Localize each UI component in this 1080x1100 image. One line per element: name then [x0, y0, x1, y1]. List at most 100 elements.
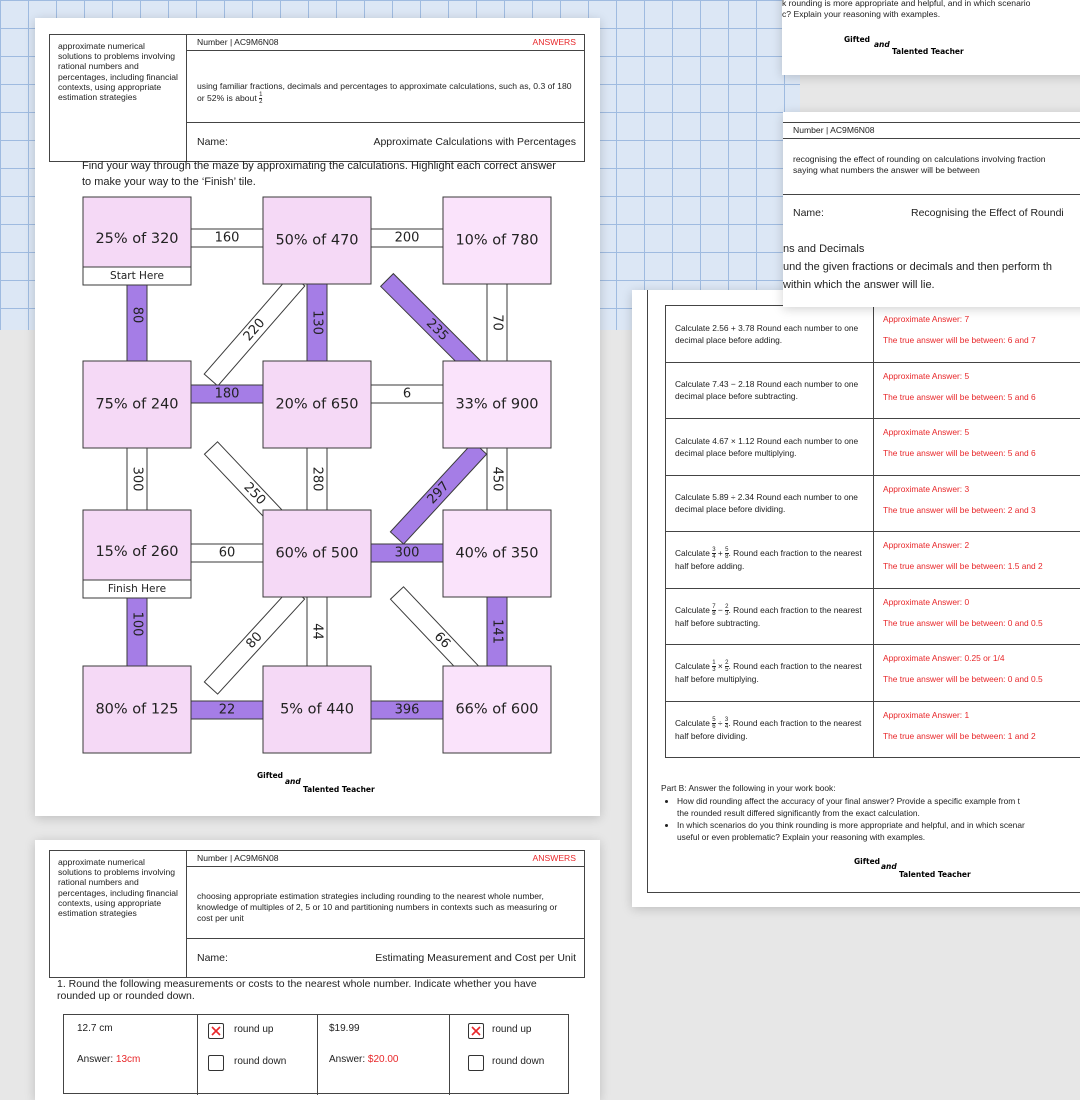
- worksheet-title: Estimating Measurement and Cost per Unit: [375, 939, 576, 977]
- connector-value: 80: [130, 307, 145, 324]
- maze-connector[interactable]: 300: [127, 448, 147, 510]
- item-1-options-cell: round up round down: [198, 1015, 318, 1095]
- true-answer-range: The true answer will be between: 0 and 0…: [883, 674, 1080, 684]
- round-down-checkbox[interactable]: [468, 1055, 484, 1071]
- rounding-table: Calculate 2.56 + 3.78 Round each number …: [665, 305, 1080, 758]
- name-label: Name:: [197, 952, 228, 964]
- maze-connector[interactable]: 450: [487, 448, 507, 510]
- maze-connector[interactable]: 22: [191, 701, 263, 719]
- description-line-2: saying what numbers the answer will be b…: [793, 165, 1080, 176]
- tile-calculation: 40% of 350: [455, 546, 538, 562]
- worksheet-title: Recognising the Effect of Roundi: [911, 195, 1064, 231]
- maze-tile[interactable]: 80% of 125: [83, 666, 191, 753]
- item-1-value-cell: 12.7 cm Answer: 13cm: [64, 1015, 198, 1095]
- question-cell: Calculate 7.43 − 2.18 Round each number …: [666, 362, 874, 419]
- right-top-line-2: c? Explain your reasoning with examples.: [782, 9, 1080, 20]
- maze-tile[interactable]: 50% of 470: [263, 197, 371, 284]
- maze-connector[interactable]: 200: [371, 229, 443, 247]
- tile-calculation: 25% of 320: [95, 231, 178, 247]
- connector-value: 396: [395, 703, 420, 718]
- maze-connector[interactable]: 396: [371, 701, 443, 719]
- approximate-answer: Approximate Answer: 0.25 or 1/4: [883, 653, 1005, 663]
- true-answer-range: The true answer will be between: 6 and 7: [883, 335, 1080, 345]
- logo-gifted-talented: Gifted and Talented Teacher: [830, 30, 970, 70]
- question-1: 1. Round the following measurements or c…: [57, 978, 577, 1002]
- maze-tile[interactable]: 20% of 650: [263, 361, 371, 448]
- maze-tile[interactable]: 33% of 900: [443, 361, 551, 448]
- true-answer-range: The true answer will be between: 5 and 6: [883, 392, 1080, 402]
- maze-connector[interactable]: 44: [307, 597, 327, 666]
- name-row: Name: Recognising the Effect of Roundi: [783, 195, 1080, 233]
- approximate-answer: Approximate Answer: 2: [883, 540, 969, 550]
- round-up-checkbox[interactable]: [208, 1023, 224, 1039]
- description-line-1: recognising the effect of rounding on ca…: [793, 154, 1080, 165]
- maze-worksheet: approximate numerical solutions to probl…: [35, 18, 600, 816]
- tile-caption: Start Here: [110, 270, 164, 282]
- maze-tile[interactable]: 10% of 780: [443, 197, 551, 284]
- maze-tile[interactable]: 75% of 240: [83, 361, 191, 448]
- round-up-checkbox[interactable]: [468, 1023, 484, 1039]
- maze-connector[interactable]: 60: [191, 544, 263, 562]
- tile-calculation: 66% of 600: [455, 702, 538, 718]
- maze-connector[interactable]: 300: [371, 544, 443, 562]
- round-down-label: round down: [234, 1056, 286, 1067]
- curriculum-description: recognising the effect of rounding on ca…: [783, 139, 1080, 195]
- instruction-line-1: und the given fractions or decimals and …: [783, 258, 1080, 276]
- approximate-answer: Approximate Answer: 5: [883, 427, 969, 437]
- round-down-label: round down: [492, 1056, 544, 1067]
- maze-connector[interactable]: 6: [371, 385, 443, 403]
- connector-value: 6: [403, 387, 411, 402]
- right-top-line-1: k rounding is more appropriate and helpf…: [782, 0, 1080, 9]
- logo-top-text: Gifted: [257, 771, 283, 780]
- maze-tile[interactable]: 66% of 600: [443, 666, 551, 753]
- maze-tile[interactable]: 40% of 350: [443, 510, 551, 597]
- maze-tile[interactable]: 5% of 440: [263, 666, 371, 753]
- item-2-answer: Answer: $20.00: [329, 1054, 399, 1065]
- tile-caption: Finish Here: [108, 583, 166, 595]
- connector-value: 160: [215, 231, 240, 246]
- tile-calculation: 75% of 240: [95, 397, 178, 413]
- connector-value: 70: [490, 314, 505, 331]
- checked-x-icon: [469, 1024, 483, 1038]
- item-2-options-cell: round up round down: [450, 1015, 568, 1095]
- maze-connector[interactable]: 141: [487, 597, 507, 666]
- item-2-value-cell: $19.99 Answer: $20.00: [318, 1015, 450, 1095]
- rounding-table-sheet: Calculate 2.56 + 3.78 Round each number …: [632, 290, 1080, 907]
- right-top-sheet: k rounding is more appropriate and helpf…: [782, 0, 1080, 75]
- connector-value: 300: [395, 546, 420, 561]
- connector-value: 300: [130, 467, 145, 492]
- connector-value: 200: [395, 231, 420, 246]
- maze-connector[interactable]: 130: [307, 284, 327, 361]
- code-row: Number | AC9M6N08 ANSWERS: [187, 851, 584, 867]
- maze-tile[interactable]: 60% of 500: [263, 510, 371, 597]
- maze-connector[interactable]: 280: [307, 448, 327, 510]
- maze-connector[interactable]: 160: [191, 229, 263, 247]
- item-2-value: $19.99: [329, 1023, 360, 1034]
- tile-calculation: 50% of 470: [275, 233, 358, 249]
- section-heading: ns and Decimals: [783, 240, 1080, 258]
- curriculum-description: choosing appropriate estimation strategi…: [187, 867, 584, 939]
- maze-connector[interactable]: 180: [191, 385, 263, 403]
- connector-value: 44: [310, 623, 325, 640]
- maze-connector[interactable]: 70: [487, 284, 507, 361]
- checked-x-icon: [209, 1024, 223, 1038]
- connector-value: 141: [490, 619, 505, 644]
- round-up-label: round up: [492, 1024, 531, 1035]
- tile-calculation: 15% of 260: [95, 544, 178, 560]
- tile-calculation: 5% of 440: [280, 702, 354, 718]
- round-down-checkbox[interactable]: [208, 1055, 224, 1071]
- table-row: Calculate 5.89 ÷ 2.34 Round each number …: [666, 475, 1080, 532]
- question-cell: Calculate 4.67 × 1.12 Round each number …: [666, 419, 874, 476]
